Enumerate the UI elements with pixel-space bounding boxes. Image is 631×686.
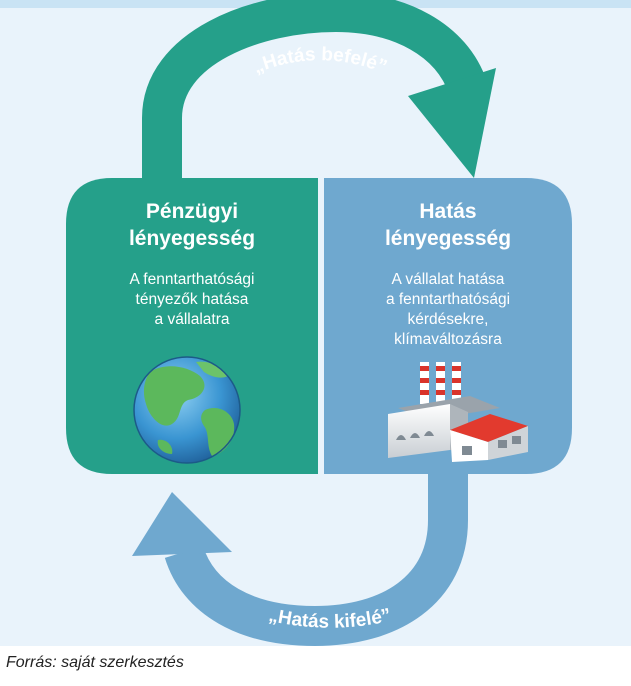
left-box-text: Pénzügyi lényegesség A fenntarthatósági …: [66, 198, 318, 330]
top-arrow: [142, 0, 496, 180]
left-box: [66, 178, 318, 474]
source-caption: Forrás: saját szerkesztés: [6, 654, 184, 671]
left-box-title: Pénzügyi lényegesség: [128, 200, 256, 250]
left-box-description: A fenntarthatósági tényezők hatása a vál…: [129, 271, 255, 328]
right-box-text: Hatás lényegesség A vállalat hatása a fe…: [324, 198, 572, 350]
factory-icon: [388, 362, 528, 462]
bottom-arrow: [132, 474, 468, 646]
globe-icon: [133, 356, 241, 464]
top-arrow-label: „Hatás befelé”: [250, 44, 390, 78]
right-box-title: Hatás lényegesség: [384, 200, 512, 250]
right-box-description: A vállalat hatása a fenntarthatósági kér…: [385, 271, 511, 348]
right-box: [324, 178, 572, 474]
top-arrow-head: [408, 68, 496, 178]
bottom-arrow-head: [132, 492, 232, 556]
diagram-canvas: „Hatás befelé” „Hatás kifelé”: [66, 0, 572, 646]
